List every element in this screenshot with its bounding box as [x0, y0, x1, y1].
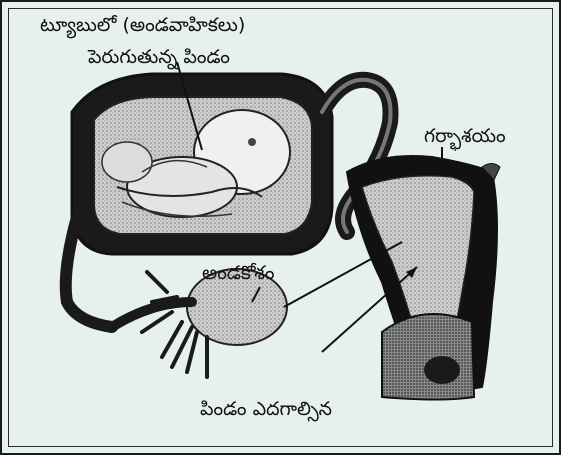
label-ovary: అండకోశం	[202, 264, 274, 283]
label-uterus: గర్భాశయం	[424, 127, 506, 146]
ovary	[112, 269, 287, 377]
label-growing-embryo: పెరుగుతున్న పిండం	[88, 48, 230, 67]
label-embryo-destination: పిండం ఎదగాల్సిన	[200, 400, 332, 419]
label-tube: ట్యూబులో (అండవాహికలు)	[40, 16, 245, 35]
uterus	[347, 156, 500, 400]
